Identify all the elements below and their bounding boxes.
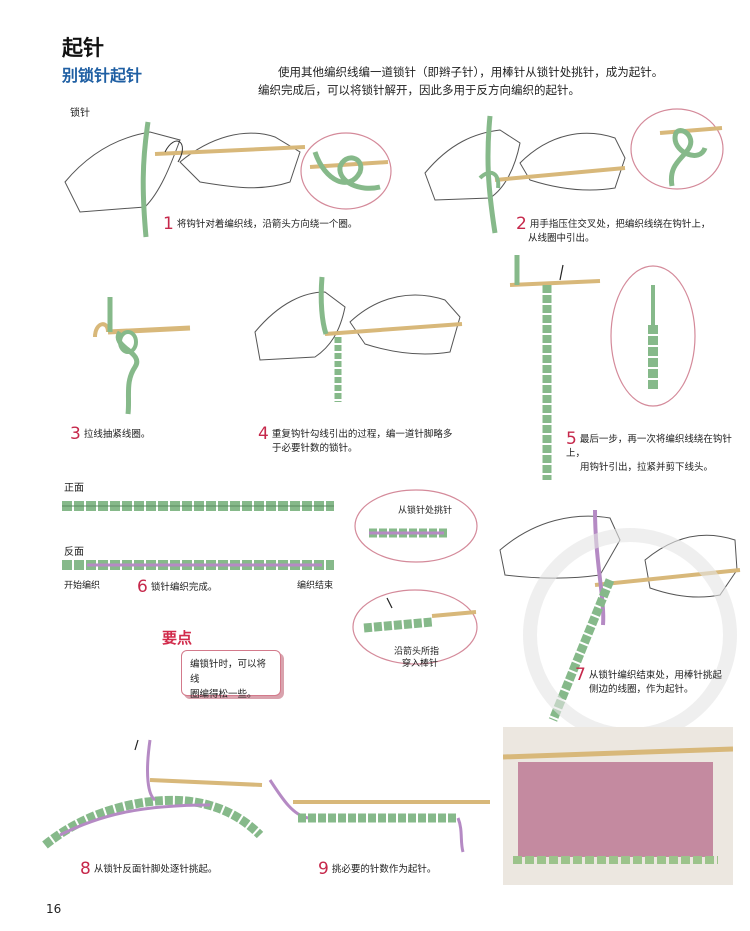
intro-line-2: 编织完成后，可以将锁针解开，因此多用于反方向编织的起针。: [258, 83, 580, 97]
step2-detail-circle: [630, 108, 724, 190]
step5-illustration: [509, 255, 601, 480]
step8-illustration: [42, 739, 264, 849]
page-title: 起针: [62, 36, 104, 60]
step5-text-2: 用钩针引出，拉紧并剪下线头。: [580, 462, 714, 473]
page-number: 16: [46, 902, 62, 916]
step7-text-1: 从锁针编织结束处，用棒针挑起: [588, 670, 722, 681]
intro-line-1: 使用其他编织线编一道锁针（即辫子针），用棒针从锁针处挑针，成为起针。: [278, 65, 664, 79]
step5-detail-oval: [610, 265, 696, 407]
step1-number: 1: [163, 214, 174, 234]
step9-text: 挑必要的针数作为起针。: [331, 864, 437, 875]
step9-illustration: [268, 779, 490, 853]
tip-text-1: 编锁针时，可以将线: [190, 659, 267, 685]
step3-illustration: [93, 297, 191, 415]
step5-number: 5: [566, 429, 577, 449]
step2-text-1: 用手指压住交叉处，把编织线绕在钩针上，: [529, 219, 711, 230]
step8-text: 从锁针反面针脚处逐针挑起。: [93, 864, 218, 875]
arrow-hint-2: 穿入棒针: [402, 659, 439, 669]
step1-detail-circle: [300, 132, 392, 210]
chain-back-illustration: [62, 560, 334, 570]
arrow-hint-1: 沿箭头所指: [394, 647, 440, 657]
tip-text-2: 圈编得松一些。: [190, 689, 257, 700]
step1-text: 将钩针对着编织线，沿箭头方向绕一个圈。: [176, 219, 358, 230]
step4-number: 4: [258, 424, 269, 444]
pick-detail-oval-2: [352, 589, 478, 665]
end-label: 编织结束: [297, 581, 334, 591]
pick-detail-oval-1: [354, 489, 478, 563]
step3-text: 拉线抽紧线圈。: [83, 429, 151, 440]
tip-box: 编锁针时，可以将线 圈编得松一些。: [181, 650, 281, 700]
tip-heading: 要点: [162, 629, 193, 647]
chain-label: 锁针: [70, 108, 90, 119]
step4-text-1: 重复钩针勾线引出的过程，编一道针脚略多: [271, 429, 453, 440]
knit-swatch-drawing: [503, 746, 733, 864]
start-label: 开始编织: [64, 581, 101, 591]
step9-number: 9: [318, 859, 329, 879]
step5-text-1: 最后一步，再一次将编织线绕在钩针上，: [566, 434, 732, 459]
step1-illustration: [64, 121, 306, 238]
step4-text-2: 于必要针数的锁针。: [272, 443, 358, 454]
step3-number: 3: [70, 424, 81, 444]
step2-number: 2: [516, 214, 527, 234]
back-label: 反面: [64, 547, 84, 558]
watermark-seal: [523, 528, 737, 742]
step7-number: 7: [575, 665, 586, 685]
step4-illustration: [254, 276, 463, 402]
step8-number: 8: [80, 859, 91, 879]
step2-illustration: [424, 115, 626, 234]
front-label: 正面: [64, 483, 84, 494]
knit-swatch-photo: [503, 727, 733, 885]
step2-text-2: 从线圈中引出。: [528, 233, 595, 244]
step7-text-2: 侧边的线圈，作为起针。: [589, 684, 694, 695]
chain-front-illustration: [62, 501, 334, 511]
step6-number: 6: [137, 577, 148, 597]
pick-from-chain-label: 从锁针处挑针: [398, 506, 453, 516]
step6-text: 锁针编织完成。: [150, 582, 218, 593]
section-subtitle: 别锁针起针: [62, 66, 143, 85]
